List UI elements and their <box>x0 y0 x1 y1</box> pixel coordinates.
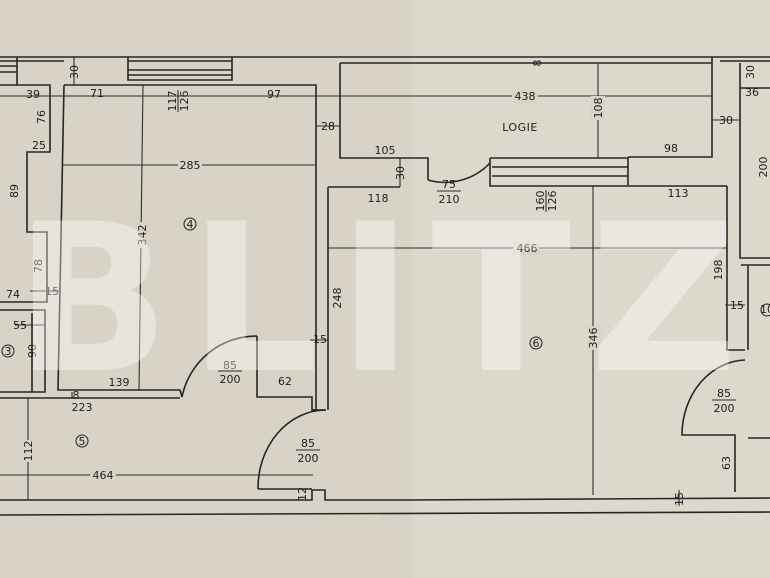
dim: 200 <box>220 373 241 386</box>
dim: 28 <box>321 120 335 133</box>
room-number-6: 6 <box>533 337 540 350</box>
dim: 200 <box>714 402 735 415</box>
room-number-circles <box>1 217 770 448</box>
dim: 466 <box>517 242 538 255</box>
dim: 63 <box>720 456 733 470</box>
dim: 71 <box>90 87 104 100</box>
dim: 105 <box>375 144 396 157</box>
dim: 139 <box>109 376 130 389</box>
dim: 198 <box>712 260 725 281</box>
room-numbers: 4 5 6 3 10 <box>5 218 770 448</box>
dim: 200 <box>757 157 770 178</box>
walls <box>0 56 770 516</box>
dim: 15 <box>45 285 59 298</box>
dim: 117 <box>166 91 179 112</box>
dim: 160 <box>534 191 547 212</box>
dim: 74 <box>6 288 20 301</box>
dim: 108 <box>592 98 605 119</box>
dim: 75 <box>442 178 456 191</box>
dim: 8 <box>531 60 544 67</box>
dim: 210 <box>439 193 460 206</box>
dim: 78 <box>32 259 45 273</box>
room-number-3: 3 <box>5 345 12 358</box>
dim: 97 <box>267 88 281 101</box>
dim: 126 <box>178 91 191 112</box>
dim: 12 <box>296 487 309 501</box>
room-number-10: 10 <box>760 303 770 316</box>
dim: 342 <box>136 225 149 246</box>
dim: 85 <box>223 359 237 372</box>
dim: 62 <box>278 375 292 388</box>
watermark-logo: BLITZ <box>14 181 756 419</box>
dim: 15 <box>673 492 686 506</box>
dim: 90 <box>26 344 39 358</box>
dim: 85 <box>717 387 731 400</box>
room-number-4: 4 <box>187 218 194 231</box>
dim: 113 <box>668 187 689 200</box>
dim: 36 <box>745 86 759 99</box>
dim: 39 <box>26 88 40 101</box>
dim: 15 <box>313 333 327 346</box>
dim: 15 <box>730 299 744 312</box>
dim: 8 <box>73 389 80 402</box>
dimension-labels: 30 39 76 25 89 78 74 15 55 90 71 117 126… <box>6 60 770 507</box>
dim: 30 <box>394 166 407 180</box>
dim: 55 <box>13 319 27 332</box>
dim: 285 <box>180 159 201 172</box>
dim: 112 <box>22 441 35 462</box>
room-label-logie: LOGIE <box>502 121 538 134</box>
dim: 30 <box>719 114 733 127</box>
dim: 30 <box>68 65 81 79</box>
dim: 126 <box>546 191 559 212</box>
dim: 85 <box>301 437 315 450</box>
room-number-5: 5 <box>79 435 86 448</box>
dim: 89 <box>8 184 21 198</box>
dim: 346 <box>587 328 600 349</box>
dim: 223 <box>72 401 93 414</box>
dim: 118 <box>368 192 389 205</box>
dim: 438 <box>515 90 536 103</box>
dim: 76 <box>35 110 48 124</box>
dim: 248 <box>331 288 344 309</box>
dim: 464 <box>93 469 114 482</box>
dim: 98 <box>664 142 678 155</box>
dim: 200 <box>298 452 319 465</box>
dim: 25 <box>32 139 46 152</box>
dim: 30 <box>744 65 757 79</box>
